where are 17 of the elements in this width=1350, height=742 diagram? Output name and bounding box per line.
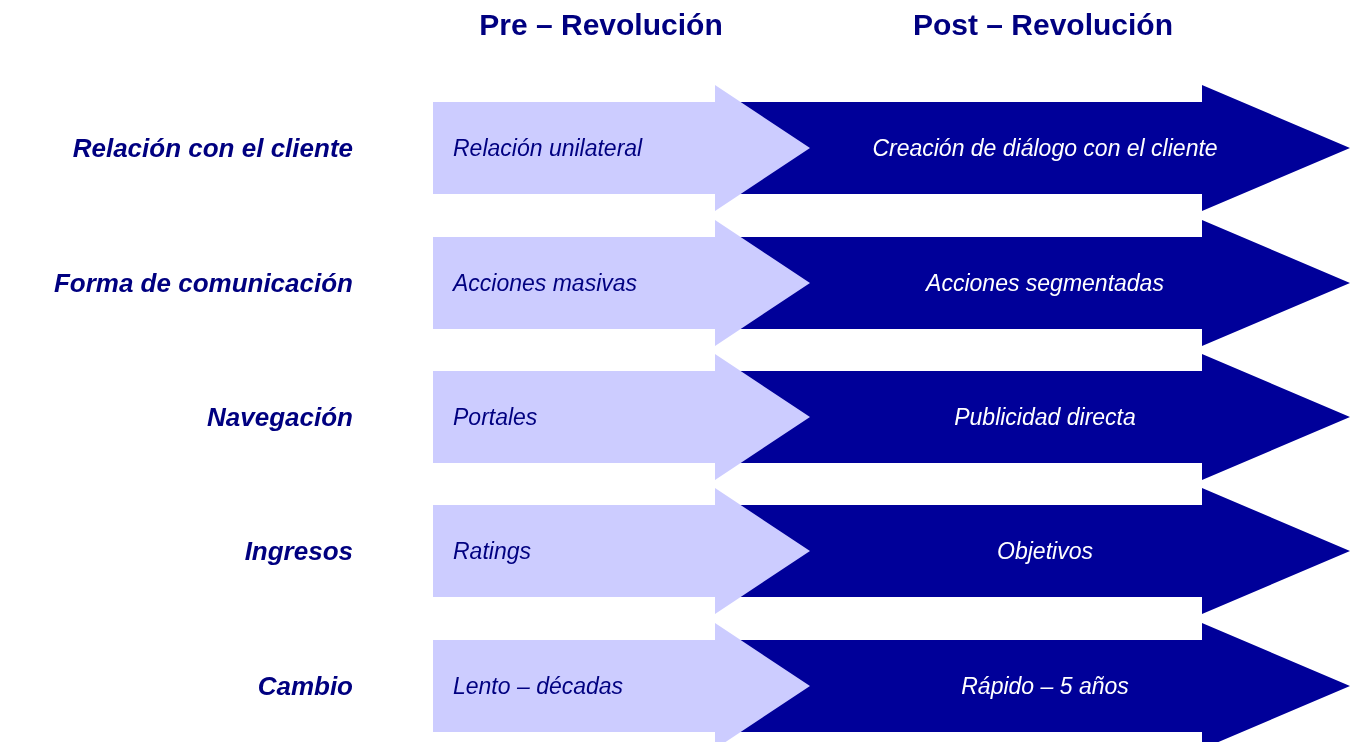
arrow-text: Relación unilateral [453, 134, 643, 162]
column-heading: Pre – Revolución [479, 8, 723, 42]
row-heading: Navegación [207, 401, 353, 433]
arrow-text: Ratings [453, 537, 531, 565]
row-heading: Cambio [257, 670, 353, 702]
row-heading: Forma de comunicación [53, 267, 353, 299]
arrow-text: Acciones segmentadas [926, 269, 1164, 297]
arrow-text: Lento – décadas [453, 672, 624, 700]
arrow-text: Acciones masivas [453, 269, 638, 297]
row-heading: Relación con el cliente [72, 132, 353, 164]
arrow-text: Objetivos [997, 537, 1093, 565]
column-heading: Post – Revolución [912, 8, 1174, 42]
row-heading: Ingresos [244, 535, 353, 567]
arrow-text: Rápido – 5 años [961, 672, 1129, 700]
arrow-text: Creación de diálogo con el cliente [872, 134, 1218, 162]
arrow-text: Portales [453, 403, 538, 431]
arrow-text: Publicidad directa [954, 403, 1136, 431]
